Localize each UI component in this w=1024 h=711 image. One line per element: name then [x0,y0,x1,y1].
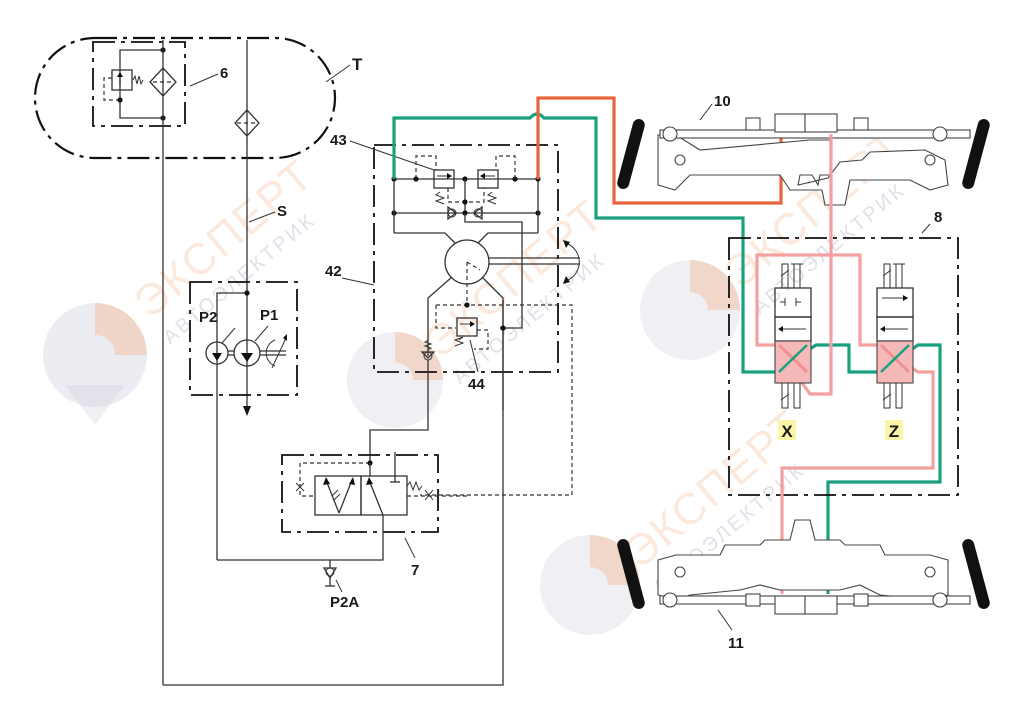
label-pump-p1: P1 [260,307,278,324]
rear-axle-11: 11 [617,519,990,652]
label-valve-z: Z [889,422,899,441]
steering-unit-42: 42 [325,144,580,496]
return-line [163,300,504,686]
label-valve-x: X [781,422,793,441]
filter-block-6: 6 [92,40,228,685]
label-test-port: P2A [330,594,359,611]
label-pump-p2: P2 [199,309,217,326]
steering-mode-block-8: 8 X [728,134,959,594]
watermark-logo [640,260,740,360]
label-rear-axle: 11 [728,635,744,652]
suction-line: S [234,40,287,416]
watermark-logo [347,332,443,428]
label-filter-block: 6 [220,65,228,82]
label-relief-valve: 44 [468,376,485,393]
pump-block: P2 P1 [189,281,298,560]
watermark-logo [43,303,147,425]
label-tank: T [352,55,363,74]
label-shock-valve-block: 43 [330,132,347,149]
valve-x: X [774,263,812,441]
priority-valve-7: 7 P2A [217,452,470,611]
label-priority-valve: 7 [411,562,419,579]
valve-z: Z [876,263,914,441]
orange-line [536,96,783,205]
label-front-axle: 10 [714,93,731,110]
front-axle-10: 10 [617,93,990,206]
tank: T [33,36,363,160]
label-steering-unit: 42 [325,263,342,280]
pink-line [755,134,935,594]
label-suction: S [277,203,287,220]
label-mode-block: 8 [934,209,942,226]
